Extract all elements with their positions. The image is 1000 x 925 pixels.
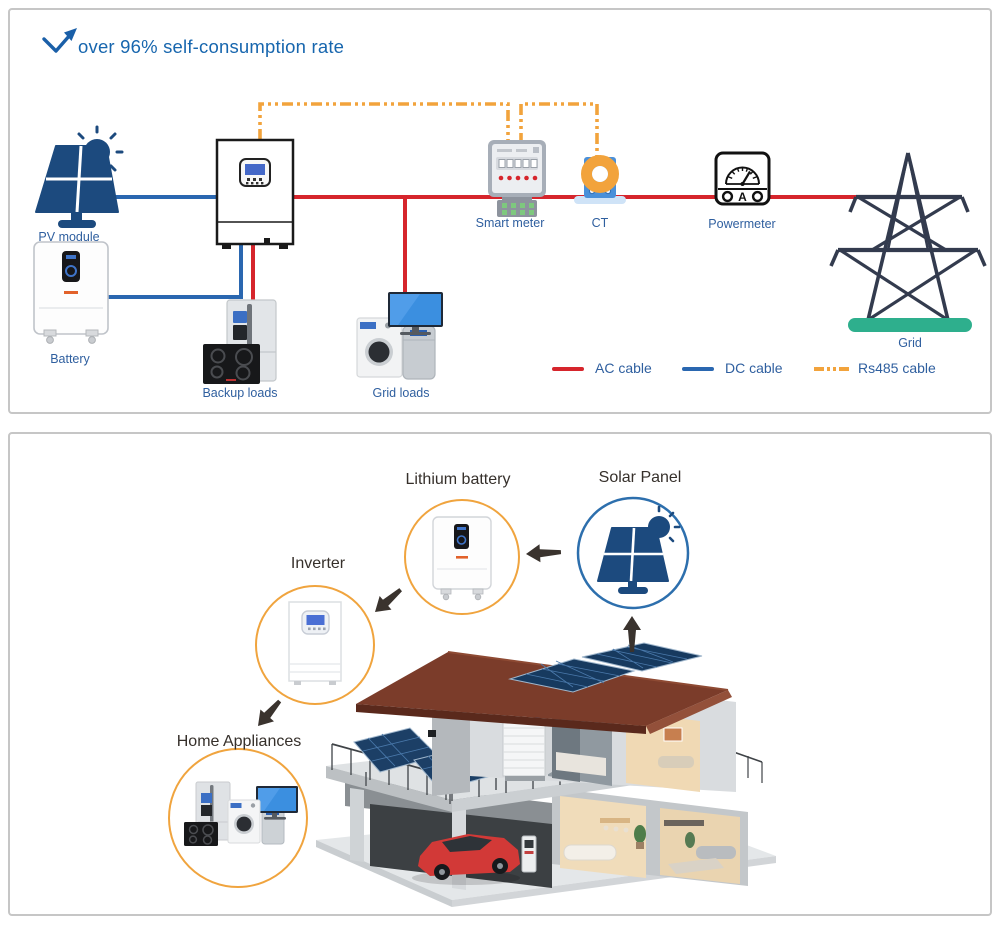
label-ct: CT	[591, 216, 609, 230]
label-smart-meter: Smart meter	[475, 216, 545, 230]
label-battery: Battery	[50, 352, 90, 366]
legend-rs485-cable: Rs485 cable	[858, 360, 936, 376]
label-pv-module: PV module	[38, 230, 100, 244]
house-illustration-panel	[8, 432, 992, 916]
legend-ac-cable: AC cable	[595, 360, 652, 376]
label-grid: Grid	[898, 336, 922, 350]
panel-title: over 96% self-consumption rate	[78, 36, 345, 57]
label-backup-loads: Backup loads	[202, 386, 278, 400]
label-home-appliances: Home Appliances	[176, 733, 302, 750]
legend-swatch-ac	[552, 367, 584, 371]
label-grid-loads: Grid loads	[372, 386, 430, 400]
label-lithium-battery: Lithium battery	[405, 471, 511, 488]
label-inverter: Inverter	[290, 555, 346, 572]
legend-swatch-rs485	[814, 367, 850, 371]
system-diagram-panel	[8, 8, 992, 414]
label-solar-panel: Solar Panel	[598, 469, 682, 486]
label-powermeter: Powermeter	[708, 217, 776, 231]
legend-dc-cable: DC cable	[725, 360, 783, 376]
legend-swatch-dc	[682, 367, 714, 371]
